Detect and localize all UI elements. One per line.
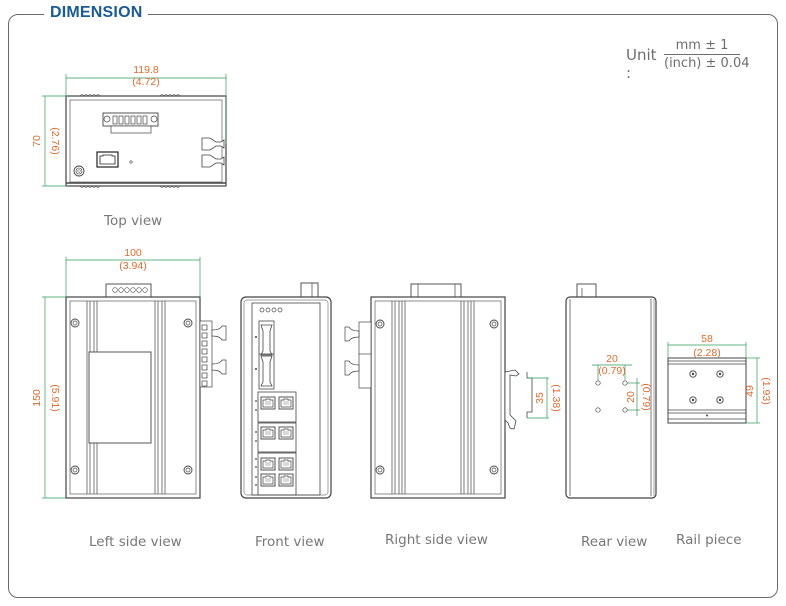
- mounting-holes: [595, 380, 628, 413]
- rail-piece-width-in: (2.28): [693, 347, 720, 359]
- caption-right-side-view: Right side view: [385, 532, 488, 548]
- top-width-in: (4.72): [132, 76, 159, 88]
- section-title: DIMENSION: [44, 4, 149, 22]
- left-width-mm: 100: [124, 247, 142, 259]
- rear-view: 20 (0.79) 20 (0.79): [565, 283, 657, 499]
- caption-rear-view: Rear view: [581, 534, 648, 550]
- caption-left-side-view: Left side view: [89, 534, 182, 550]
- rail-piece-view: 58 (2.28) 49 (1.93): [667, 333, 772, 424]
- left-side-dimension-lines: [42, 257, 201, 499]
- din-clip-icon: [504, 369, 533, 430]
- rail-piece-width-mm: 58: [701, 333, 713, 345]
- rail-piece-body: [667, 357, 747, 424]
- led-indicators: [259, 307, 283, 313]
- rear-body: [565, 296, 657, 499]
- label-area: [88, 351, 152, 444]
- caption-top-view: Top view: [104, 213, 163, 229]
- fiber-slot-icon: [258, 320, 275, 390]
- rail-piece-height-mm: 49: [744, 385, 756, 397]
- dimension-frame: [8, 14, 778, 598]
- unit-numerator: mm ± 1: [664, 38, 740, 55]
- unit-denominator: (inch) ± 0.04: [664, 56, 750, 71]
- side-fiber-connector-icon: [199, 320, 227, 388]
- top-view: 119.8 (4.72) 70 (2.76): [31, 64, 227, 188]
- side-fiber-connector-icon: [344, 321, 372, 389]
- rear-hole-h-in: (0.79): [598, 365, 625, 377]
- left-width-in: (3.94): [119, 260, 146, 272]
- fiber-connector-icon: [201, 137, 225, 168]
- rail-mm: 35: [534, 392, 546, 404]
- caption-front-view: Front view: [255, 534, 325, 550]
- unit-label: Unit :: [626, 46, 657, 82]
- ground-screw-icon: [73, 165, 85, 177]
- top-view-dimension-lines: [42, 74, 227, 187]
- right-side-body: [370, 296, 506, 499]
- rear-hole-v-in: (0.79): [640, 383, 652, 410]
- top-height-mm: 70: [31, 135, 43, 147]
- front-view: [240, 282, 332, 499]
- rj45-ports: [257, 391, 297, 496]
- top-width-mm: 119.8: [133, 64, 159, 76]
- caption-rail-piece: Rail piece: [676, 532, 742, 548]
- left-side-view: 100 (3.94) 150 (5.91): [31, 247, 227, 499]
- rear-dimension-lines: [592, 364, 640, 416]
- rail-dimension-lines: [527, 377, 549, 419]
- rail-piece-height-in: (1.93): [760, 377, 772, 404]
- rear-hole-h-mm: 20: [606, 353, 618, 365]
- rear-hole-v-mm: 20: [625, 391, 637, 403]
- unit-fraction: mm ± 1 (inch) ± 0.04: [664, 38, 750, 71]
- rail-piece-dimension-lines: [667, 342, 760, 424]
- rj45-port-icon: [96, 151, 119, 168]
- left-height-mm: 150: [31, 389, 43, 407]
- top-height-in: (2.76): [49, 127, 61, 154]
- left-height-in: (5.91): [49, 384, 61, 411]
- right-side-view: 35 (1.38): [344, 283, 562, 499]
- terminal-block: [102, 112, 159, 134]
- rail-in: (1.38): [550, 384, 562, 411]
